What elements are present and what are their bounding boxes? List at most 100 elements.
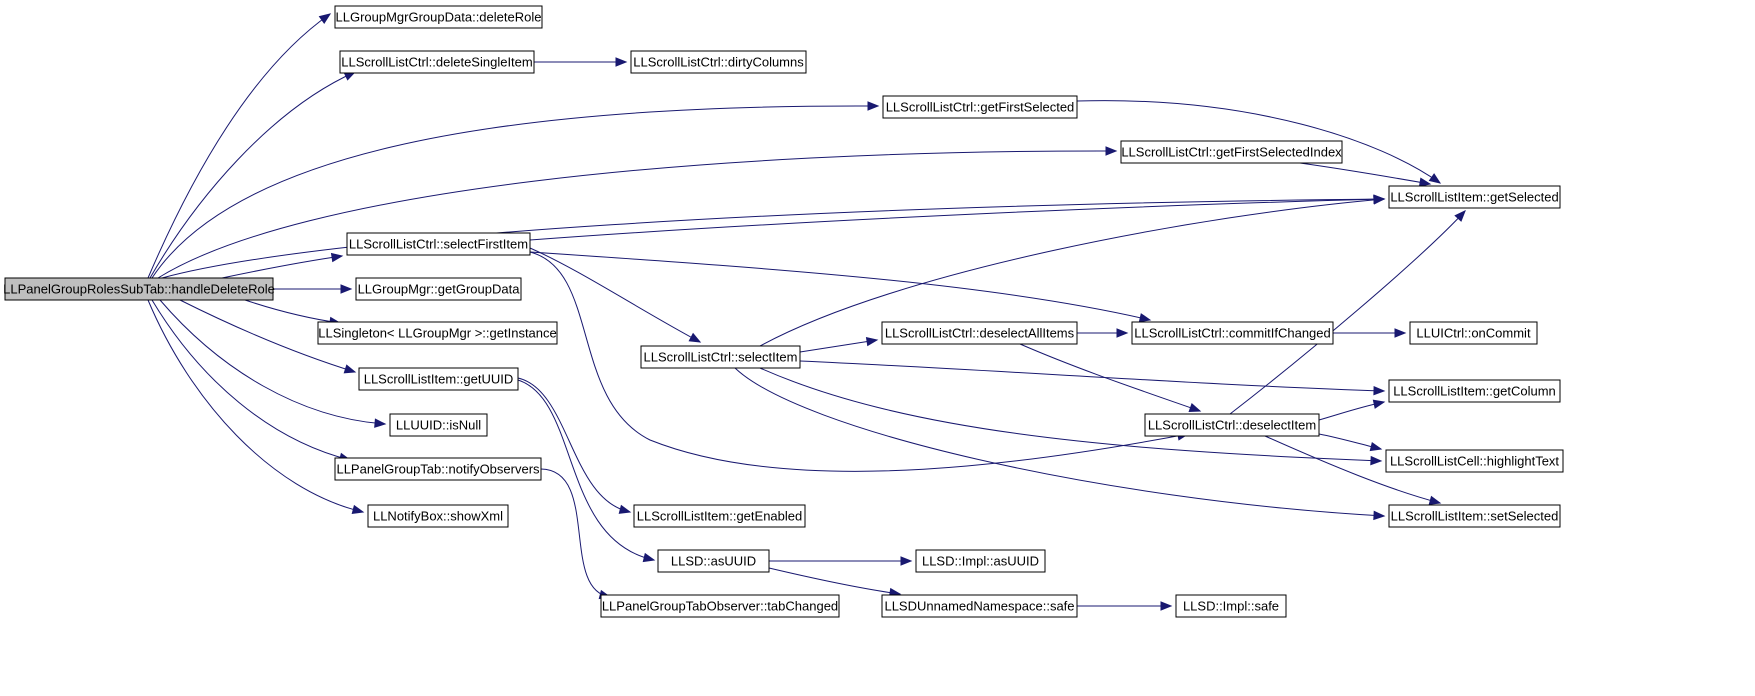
node-label: LLPanelGroupTabObserver::tabChanged xyxy=(602,599,838,614)
call-graph-edges xyxy=(147,13,1466,611)
node-box xyxy=(881,321,1078,345)
node-deleteRole[interactable]: LLGroupMgrGroupData::deleteRole xyxy=(334,5,543,29)
edge-selectItem-to-setSelected xyxy=(734,367,1386,521)
node-notifyObservers[interactable]: LLPanelGroupTab::notifyObservers xyxy=(334,457,542,481)
node-commitIfChanged[interactable]: LLScrollListCtrl::commitIfChanged xyxy=(1131,321,1334,345)
node-box xyxy=(1388,185,1561,209)
edge-getFirstSelected-to-getSelected xyxy=(1076,100,1442,184)
node-box xyxy=(339,50,535,74)
edge-arrowhead xyxy=(1428,495,1442,505)
edge-selectFirstItem-to-selectItem xyxy=(529,247,702,343)
node-getEnabled[interactable]: LLScrollListItem::getEnabled xyxy=(633,504,806,528)
node-label: LLScrollListCtrl::dirtyColumns xyxy=(633,55,804,70)
node-label: LLScrollListItem::setSelected xyxy=(1391,509,1559,524)
edge-deleteSingleItem-to-dirtyColumns xyxy=(534,57,628,67)
edge-deselectAllItems-to-commitIfChanged xyxy=(1077,328,1129,338)
node-box xyxy=(334,5,543,29)
node-label: LLUUID::isNull xyxy=(396,418,481,433)
edge-deselectItem-to-setSelected xyxy=(1264,435,1442,505)
node-box xyxy=(1385,449,1564,473)
node-box xyxy=(1144,413,1320,437)
edge-arrowhead xyxy=(1454,210,1466,222)
node-getInstance[interactable]: LLSingleton< LLGroupMgr >::getInstance xyxy=(317,321,558,345)
node-label: LLScrollListItem::getUUID xyxy=(364,372,514,387)
edge-line xyxy=(517,377,631,513)
node-selectFirstItem[interactable]: LLScrollListCtrl::selectFirstItem xyxy=(346,232,531,256)
edge-getUUID-to-asUUID xyxy=(517,379,656,563)
edge-asUUID-to-implAsUUID xyxy=(769,556,913,566)
node-selectItem[interactable]: LLScrollListCtrl::selectItem xyxy=(640,345,801,369)
edge-handleDeleteRole-to-getGroupData xyxy=(273,284,353,294)
node-tabChanged[interactable]: LLPanelGroupTabObserver::tabChanged xyxy=(600,594,840,618)
node-onCommit[interactable]: LLUICtrl::onCommit xyxy=(1409,321,1538,345)
node-handleDeleteRole[interactable]: LLPanelGroupRolesSubTab::handleDeleteRol… xyxy=(3,277,275,301)
node-label: LLSD::Impl::safe xyxy=(1183,599,1279,614)
edge-arrowhead xyxy=(343,364,357,374)
node-box xyxy=(657,549,770,573)
node-getFirstSelectedIndex[interactable]: LLScrollListCtrl::getFirstSelectedIndex xyxy=(1120,140,1343,164)
node-box xyxy=(346,232,531,256)
node-getGroupData[interactable]: LLGroupMgr::getGroupData xyxy=(355,277,522,301)
node-getUUID[interactable]: LLScrollListItem::getUUID xyxy=(358,367,519,391)
edge-line xyxy=(221,255,343,279)
node-box xyxy=(1175,594,1287,618)
edge-arrowhead xyxy=(330,252,344,263)
edge-arrowhead xyxy=(1373,195,1386,205)
node-getFirstSelected[interactable]: LLScrollListCtrl::getFirstSelected xyxy=(882,95,1078,119)
edge-arrowhead xyxy=(1188,403,1202,413)
edge-line xyxy=(244,299,341,324)
edge-selectItem-to-highlightText xyxy=(759,367,1383,466)
node-getSelected[interactable]: LLScrollListItem::getSelected xyxy=(1388,185,1561,209)
edge-arrowhead xyxy=(642,552,656,563)
node-showXml[interactable]: LLNotifyBox::showXml xyxy=(367,504,509,528)
node-label: LLScrollListCtrl::deselectItem xyxy=(1148,418,1316,433)
node-implAsUUID[interactable]: LLSD::Impl::asUUID xyxy=(915,549,1046,573)
node-label: LLScrollListCtrl::deselectAllItems xyxy=(885,326,1075,341)
node-deselectAllItems[interactable]: LLScrollListCtrl::deselectAllItems xyxy=(881,321,1078,345)
node-deselectItem[interactable]: LLScrollListCtrl::deselectItem xyxy=(1144,413,1320,437)
edge-deselectItem-to-highlightText xyxy=(1318,433,1383,452)
edge-arrowhead xyxy=(900,556,913,566)
edge-deselectItem-to-getSelected xyxy=(1229,210,1466,415)
edge-selectItem-to-getColumn xyxy=(799,360,1386,396)
node-setSelected[interactable]: LLScrollListItem::setSelected xyxy=(1388,504,1561,528)
node-deleteSingleItem[interactable]: LLScrollListCtrl::deleteSingleItem xyxy=(339,50,535,74)
edge-selectFirstItem-to-getSelected xyxy=(529,194,1386,241)
edge-selectItem-to-getSelected xyxy=(759,195,1386,347)
edge-selectItem-to-deselectAllItems xyxy=(799,336,879,353)
node-box xyxy=(355,277,522,301)
edge-arrowhead xyxy=(1160,601,1173,611)
node-isNull[interactable]: LLUUID::isNull xyxy=(389,413,488,437)
edge-commitIfChanged-to-onCommit xyxy=(1333,328,1407,338)
edge-line xyxy=(529,251,1189,472)
node-label: LLScrollListItem::getColumn xyxy=(1393,384,1556,399)
edge-deselectAllItems-to-deselectItem xyxy=(1019,343,1202,413)
edge-handleDeleteRole-to-getFirstSelected xyxy=(151,101,880,279)
node-label: LLScrollListCtrl::selectFirstItem xyxy=(349,237,528,252)
node-getColumn[interactable]: LLScrollListItem::getColumn xyxy=(1388,379,1561,403)
edge-line xyxy=(1299,162,1431,185)
node-asUUID[interactable]: LLSD::asUUID xyxy=(657,549,770,573)
node-label: LLScrollListItem::getEnabled xyxy=(637,509,802,524)
edge-arrowhead xyxy=(1372,399,1386,409)
node-box xyxy=(882,95,1078,119)
node-box xyxy=(640,345,801,369)
edge-arrowhead xyxy=(1369,441,1383,452)
edge-line xyxy=(1264,435,1441,504)
edge-deselectItem-to-getColumn xyxy=(1318,399,1386,421)
edge-notifyObservers-to-tabChanged xyxy=(540,468,612,600)
node-safe[interactable]: LLSDUnnamedNamespace::safe xyxy=(881,594,1078,618)
edge-arrowhead xyxy=(1394,328,1407,338)
node-implSafe[interactable]: LLSD::Impl::safe xyxy=(1175,594,1287,618)
node-box xyxy=(1388,379,1561,403)
node-dirtyColumns[interactable]: LLScrollListCtrl::dirtyColumns xyxy=(630,50,807,74)
edge-line xyxy=(1076,100,1441,184)
node-box xyxy=(1131,321,1334,345)
node-highlightText[interactable]: LLScrollListCell::highlightText xyxy=(1385,449,1564,473)
node-box xyxy=(1120,140,1343,164)
edge-getUUID-to-getEnabled xyxy=(517,377,632,514)
edge-line xyxy=(159,299,386,425)
node-label: LLScrollListCell::highlightText xyxy=(1390,454,1559,469)
node-label: LLGroupMgr::getGroupData xyxy=(358,282,521,297)
edge-line xyxy=(1229,210,1466,415)
